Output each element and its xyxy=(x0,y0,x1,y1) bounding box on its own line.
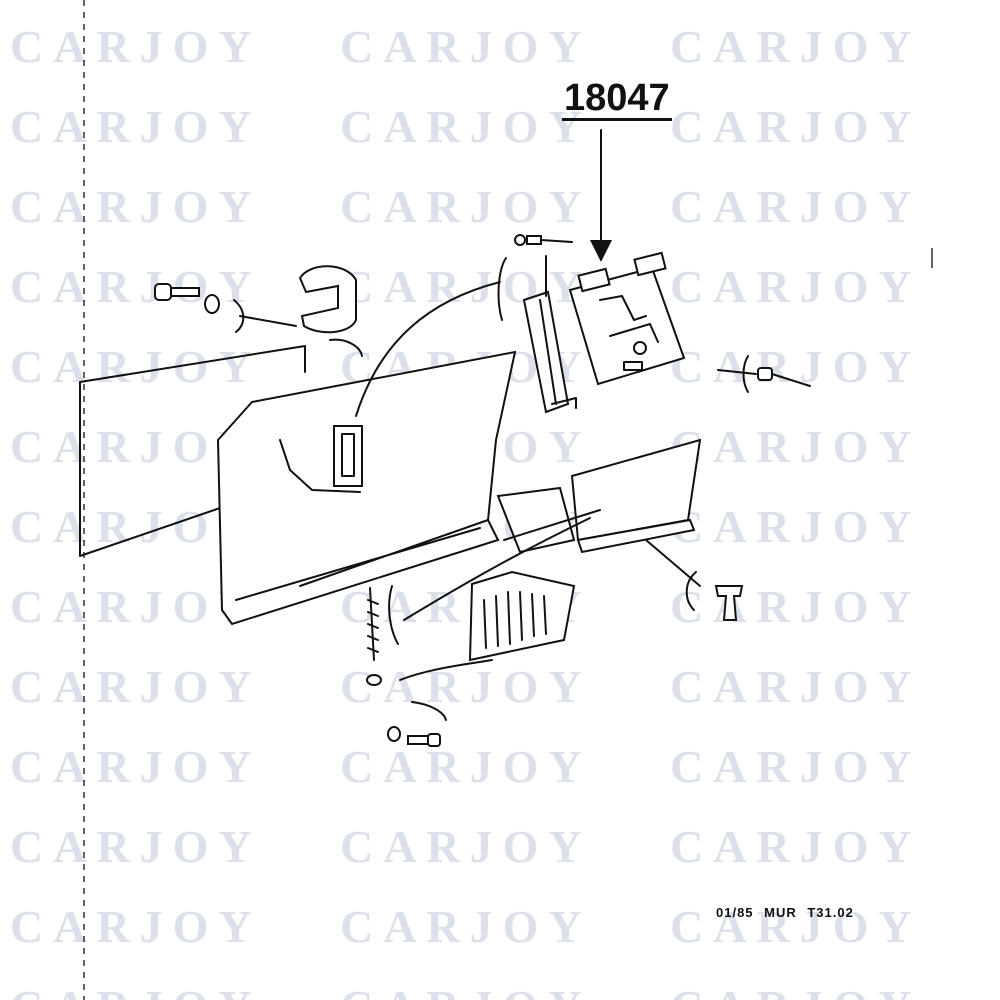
mounting-plate-18047 xyxy=(568,251,686,386)
part-number-label: 18047 xyxy=(562,77,672,121)
vertical-bracket xyxy=(522,255,577,414)
watermark-text: CARJOY xyxy=(670,821,922,872)
map-pocket xyxy=(468,570,576,662)
watermark-text: CARJOY xyxy=(340,261,592,312)
rivet-right xyxy=(717,355,811,393)
watermark-text: CARJOY xyxy=(670,501,922,552)
watermark-text: CARJOY xyxy=(10,181,262,232)
watermark-text: CARJOY xyxy=(340,741,592,792)
watermark-text: CARJOY xyxy=(340,821,592,872)
watermark-text: CARJOY xyxy=(670,581,922,632)
watermark-text: CARJOY xyxy=(670,261,922,312)
screw-bottom xyxy=(387,701,447,747)
leader-bracket-lower xyxy=(388,585,399,645)
watermark-text: CARJOY xyxy=(10,741,262,792)
watermark-text: CARJOY xyxy=(670,421,922,472)
long-screw xyxy=(366,587,382,686)
watermark-text: CARJOY xyxy=(10,821,262,872)
watermark-text: CARJOY xyxy=(340,981,592,1000)
watermark-text: CARJOY xyxy=(340,661,592,712)
push-clip xyxy=(645,539,744,621)
watermark-layer: CARJOY CARJOY CARJOY CARJOY CARJOY CARJOY CARJ… xyxy=(10,21,922,1000)
watermark-text: CARJOY xyxy=(10,581,262,632)
watermark-text: CARJOY xyxy=(670,21,922,72)
watermark-text: CARJOY xyxy=(670,101,922,152)
watermark-text: CARJOY xyxy=(670,741,922,792)
watermark-text: CARJOY xyxy=(10,101,262,152)
watermark-text: CARJOY xyxy=(10,501,262,552)
leader-lower xyxy=(403,517,591,621)
watermark-text: CARJOY xyxy=(10,661,262,712)
watermark-text: CARJOY xyxy=(670,181,922,232)
watermark-text: CARJOY xyxy=(10,901,262,952)
watermark-text: CARJOY xyxy=(10,981,262,1000)
door-trim-inner-edge xyxy=(235,439,489,601)
leader-bracket xyxy=(497,257,507,321)
rivet-top xyxy=(514,234,573,246)
leader-line xyxy=(355,281,501,417)
watermark-text: CARJOY xyxy=(10,261,262,312)
watermark-text: CARJOY xyxy=(670,661,922,712)
callout-arrow xyxy=(590,129,612,262)
watermark-text: CARJOY xyxy=(670,981,922,1000)
watermark-text: CARJOY xyxy=(10,341,262,392)
screw-top-left xyxy=(154,283,297,333)
watermark-text: CARJOY xyxy=(10,21,262,72)
armrest-handle xyxy=(298,265,363,357)
door-panel-sheet xyxy=(79,345,306,557)
watermark-text: CARJOY xyxy=(670,901,922,952)
reference-code: 01/85 MUR T31.02 xyxy=(716,905,854,920)
watermark-text: CARJOY xyxy=(340,901,592,952)
watermark-text: CARJOY xyxy=(340,21,592,72)
leader-pocket xyxy=(399,659,493,681)
watermark-text: CARJOY xyxy=(340,101,592,152)
watermark-text: CARJOY xyxy=(10,421,262,472)
watermark-text: CARJOY xyxy=(670,341,922,392)
watermark-text: CARJOY xyxy=(340,181,592,232)
door-handle-slot xyxy=(341,433,355,477)
